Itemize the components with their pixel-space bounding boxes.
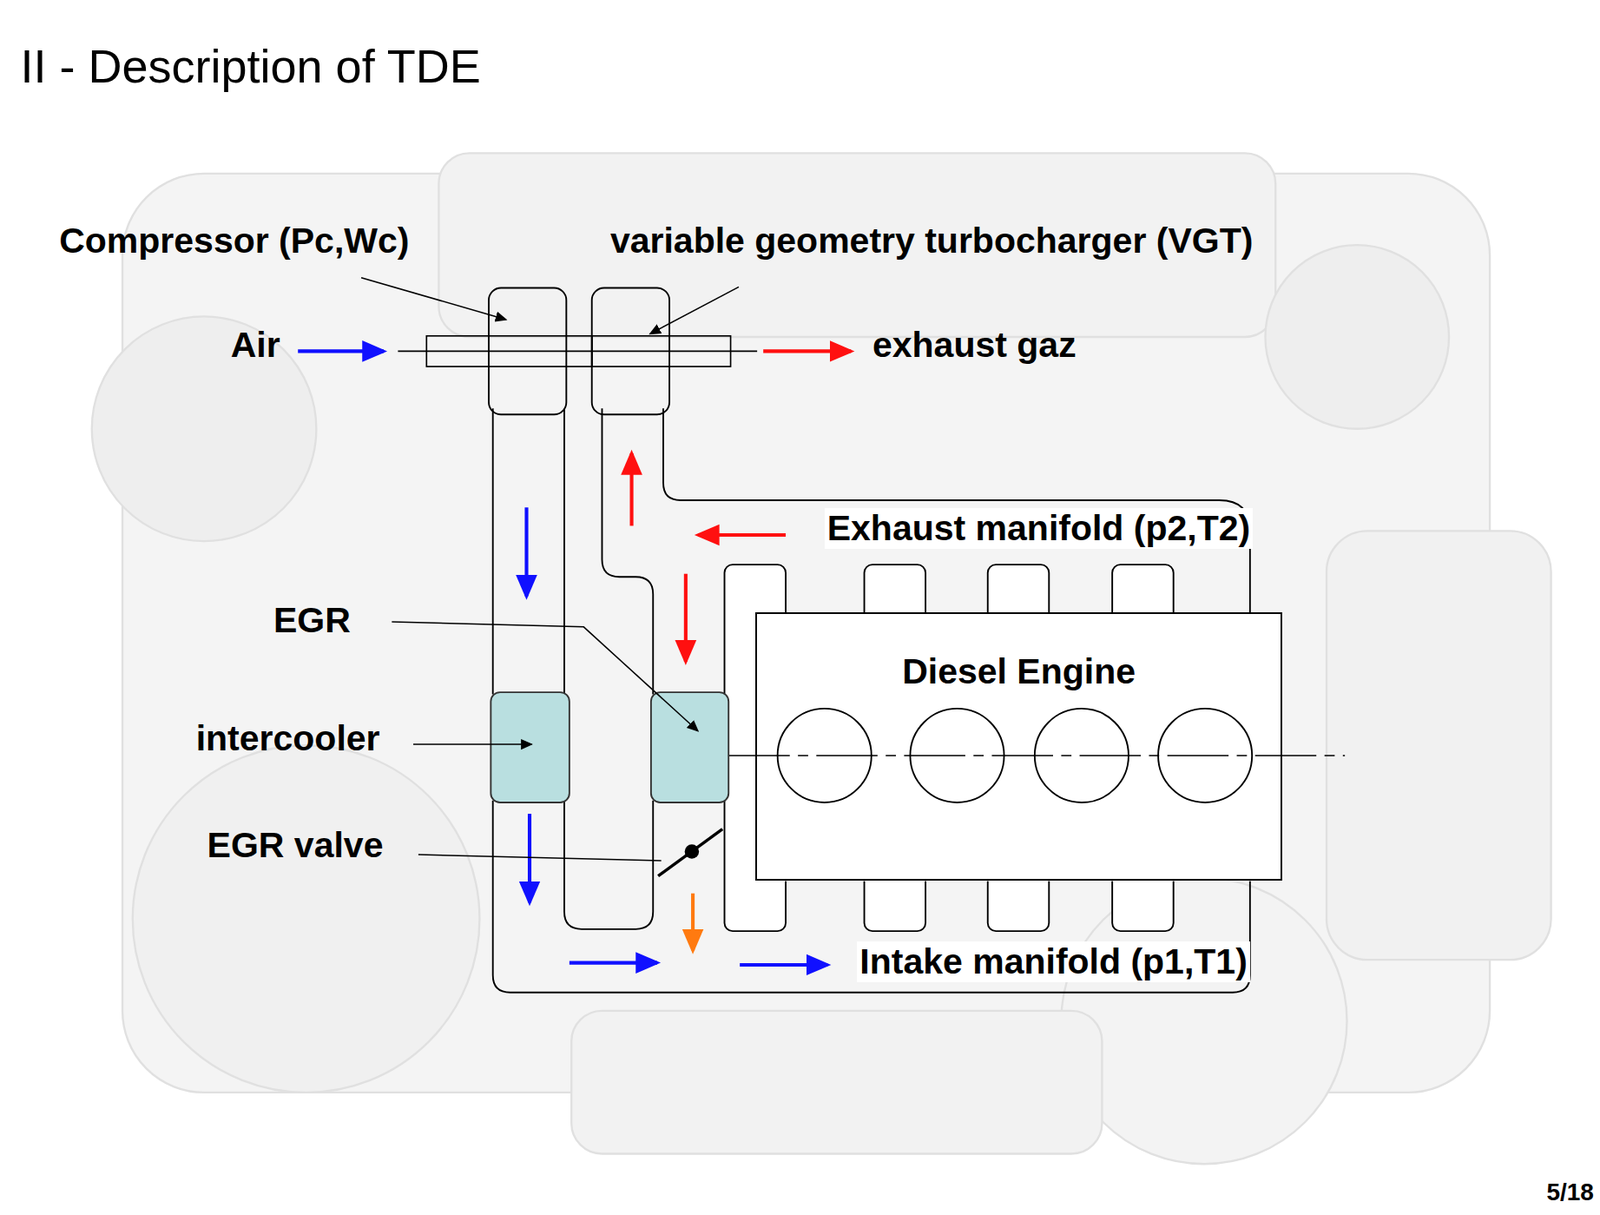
component-label: Compressor (Pc,Wc): [59, 220, 409, 262]
pipe-outline: [563, 408, 566, 694]
turbo-housing: [488, 288, 567, 415]
faded-engine-illustration: [92, 316, 317, 541]
component-label: variable geometry turbocharger (VGT): [610, 220, 1253, 262]
cylinder: [777, 708, 872, 803]
egr-valve-symbol: [658, 829, 723, 876]
turbo-shaft: [592, 335, 731, 367]
turbo-housing: [592, 288, 670, 415]
faded-engine-illustration: [1060, 877, 1347, 1164]
exhaust-flow-arrow: [763, 348, 851, 353]
air-flow-arrow: [297, 350, 828, 965]
cylinder: [1158, 708, 1252, 803]
egr-valve-symbol: [684, 843, 699, 858]
air-flow-arrow: [524, 506, 528, 596]
faded-engine-illustration: [571, 1010, 1102, 1154]
cylinder: [777, 708, 1253, 803]
leader-line: [418, 854, 662, 861]
exhaust-flow-arrow: [630, 453, 634, 526]
leader-line: [650, 286, 739, 334]
leader-line: [361, 277, 739, 861]
cylinder: [909, 708, 1004, 803]
component-label: Exhaust manifold (p2,T2): [824, 507, 1254, 549]
flow-label: Air: [230, 324, 281, 366]
flow-label: exhaust gaz: [872, 324, 1077, 366]
air-flow-arrow: [527, 813, 532, 903]
leader-line: [413, 743, 532, 745]
leader-line: [361, 277, 507, 320]
exhaust-flow-arrow: [697, 533, 786, 537]
component-label: EGR: [273, 599, 351, 641]
air-flow-arrow: [297, 348, 384, 353]
cooler-box: [490, 691, 729, 803]
engine-block: [755, 612, 1284, 881]
turbo-shaft: [397, 335, 758, 367]
egr-flow-arrow: [691, 893, 695, 951]
slide-title: II - Description of TDE: [20, 39, 481, 93]
engine-box: Diesel Engine: [755, 612, 1284, 881]
exhaust-flow-arrow: [684, 573, 688, 662]
turbo-shaft: [397, 350, 758, 353]
component-label: Intake manifold (p1,T1): [856, 941, 1251, 982]
component-label: EGR valve: [207, 824, 384, 866]
cooler-box: [490, 691, 570, 803]
faded-engine-illustration: [1326, 530, 1552, 960]
egr-flow-arrow: [691, 893, 695, 951]
turbo-housing: [488, 288, 670, 415]
pipe-outline: [492, 408, 494, 694]
leader-line: [391, 621, 698, 731]
faded-engine-illustration: [438, 152, 1276, 337]
faded-engine-illustration: [92, 152, 1552, 1164]
component-label: intercooler: [196, 717, 381, 759]
faded-engine-illustration: [1264, 244, 1449, 429]
exhaust-flow-arrow: [632, 350, 852, 661]
cooler-box: [651, 691, 729, 803]
air-flow-arrow: [569, 961, 658, 965]
egr-valve-symbol: [658, 829, 723, 876]
faded-engine-illustration: [132, 744, 481, 1093]
page-number: 5/18: [1546, 1178, 1594, 1206]
pipe-outline: [564, 800, 653, 929]
node-title: Diesel Engine: [757, 651, 1282, 692]
air-flow-arrow: [739, 962, 828, 967]
cylinder: [1034, 708, 1129, 803]
